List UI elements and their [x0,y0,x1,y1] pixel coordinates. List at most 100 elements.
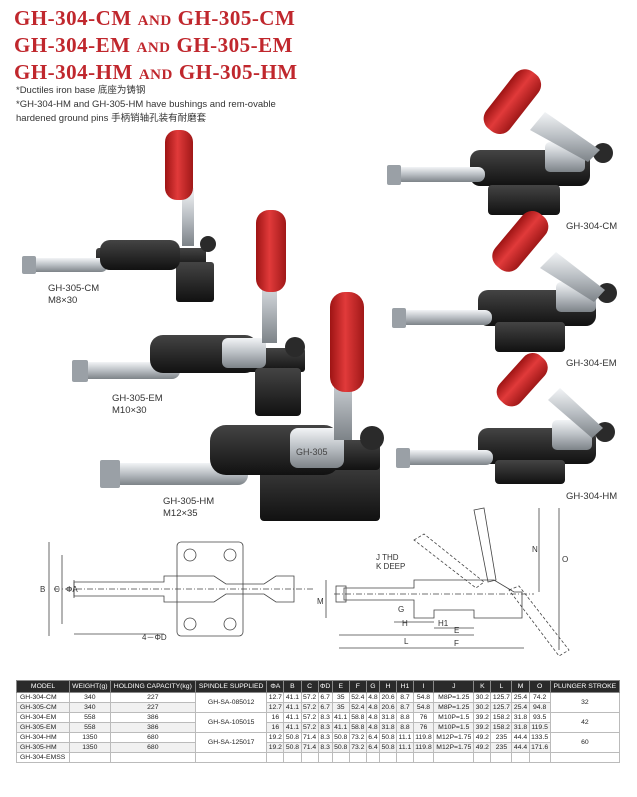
table-cell [331,752,350,763]
table-cell: 41.1 [283,702,302,713]
table-cell: 20.6 [379,702,398,713]
table-cell: M12P=1.75 [433,732,475,743]
col-g: G [365,680,381,693]
table-cell: 30.2 [473,692,492,703]
table-cell: 41.1 [283,712,302,723]
table-cell: 58.8 [348,712,367,723]
table-cell: 4.8 [365,712,381,723]
technical-drawings: B C ΦA 4－ΦD J THD K DEEP M G H H1 E L F … [40,507,570,657]
dim-label-g: G [398,605,404,614]
photo-label-304-em: GH-304-EM [566,358,617,369]
table-cell: GH-304-EMSS [15,752,71,763]
table-cell: 16 [266,722,285,733]
table-cell: 158.2 [490,722,513,733]
table-cell: 57.2 [300,702,319,713]
table-cell: 119.8 [412,732,435,743]
table-cell: 386 [109,712,197,723]
table-cell: 16 [266,712,285,723]
dim-label-phi-a: ΦA [66,585,78,594]
table-cell: GH-SA-125017 [195,732,268,753]
table-cell: 8.7 [396,692,414,703]
table-cell: 4.8 [365,702,381,713]
table-cell: GH-304-CM [15,692,71,703]
table-cell: GH-304-EM [15,712,71,723]
table-cell: 6.7 [317,702,333,713]
table-cell: 119.5 [528,722,551,733]
table-cell: 57.2 [300,692,319,703]
table-cell: 50.8 [283,732,302,743]
table-cell [69,752,111,763]
table-cell: 25.4 [511,702,530,713]
table-cell: 6.4 [365,732,381,743]
table-cell: 35 [331,692,350,703]
table-cell: GH-305-EM [15,722,71,733]
table-cell: 25.4 [511,692,530,703]
table-cell: 49.2 [473,742,492,753]
col-weight: WEIGHT(g) [69,680,111,693]
table-cell: 340 [69,702,111,713]
col-h1: H1 [396,680,414,693]
clamp-photo-305-hm: GH-305 [100,292,384,521]
table-cell: 20.6 [379,692,398,703]
table-cell: 57.2 [300,712,319,723]
col-f: F [348,680,367,693]
photo-label-304-hm: GH-304-HM [566,491,618,502]
table-cell: 76 [412,722,435,733]
product-photos: GH-305 [22,69,617,521]
table-cell: 50.8 [331,732,350,743]
table-cell: 41.1 [283,692,302,703]
feature-notes: *Ductiles iron base 底座为铸钢 *GH-304-HM and… [16,84,316,126]
table-cell: 8.3 [317,732,333,743]
table-cell: 235 [490,742,513,753]
photo-label-304-cm: GH-304-CM [566,221,618,232]
table-cell: 227 [109,692,197,703]
table-cell: 39.2 [473,722,492,733]
table-cell: 680 [109,742,197,753]
table-cell: 41.1 [331,722,350,733]
table-cell: 4.8 [365,722,381,733]
note-line: hardened ground pins 手柄销轴孔装有耐磨套 [16,113,207,124]
col-b: B [283,680,302,693]
table-cell: 8.8 [396,722,414,733]
table-cell: 74.2 [528,692,551,703]
photo-label-305-cm: GH-305-CM M8×30 [48,283,100,306]
dim-label-b: B [40,585,45,594]
table-cell: 44.4 [511,742,530,753]
table-cell: 50.8 [379,732,398,743]
clamp-photo-304-cm [387,69,613,215]
table-cell: 171.6 [528,742,551,753]
dim-label-k-deep: K DEEP [376,562,405,571]
table-cell: GH-SA-105015 [195,712,268,733]
dim-label-o: O [562,555,568,564]
table-cell: 94.8 [528,702,551,713]
table-cell: 8.3 [317,742,333,753]
table-cell [317,752,333,763]
table-cell: 42 [549,712,621,733]
col-phi-d: ΦD [317,680,333,693]
table-cell: 31.8 [379,712,398,723]
table-cell: 125.7 [490,692,513,703]
table-cell: 119.8 [412,742,435,753]
table-cell: 50.8 [379,742,398,753]
col-h: H [379,680,398,693]
table-cell: 58.8 [348,722,367,733]
dim-label-h: H [402,619,408,628]
table-cell: 680 [109,732,197,743]
photo-label-305-em: GH-305-EM M10×30 [112,393,163,416]
table-cell: GH-305-HM [15,742,71,753]
table-cell [511,752,530,763]
side-view-drawing [325,507,570,657]
dim-label-c: C [54,585,60,594]
top-view-drawing [48,541,314,637]
table-cell: 133.5 [528,732,551,743]
dim-label-4-phi-d: 4－ΦD [142,633,167,642]
table-cell: 50.8 [283,742,302,753]
table-cell: 32 [549,692,621,713]
table-cell: 1350 [69,742,111,753]
